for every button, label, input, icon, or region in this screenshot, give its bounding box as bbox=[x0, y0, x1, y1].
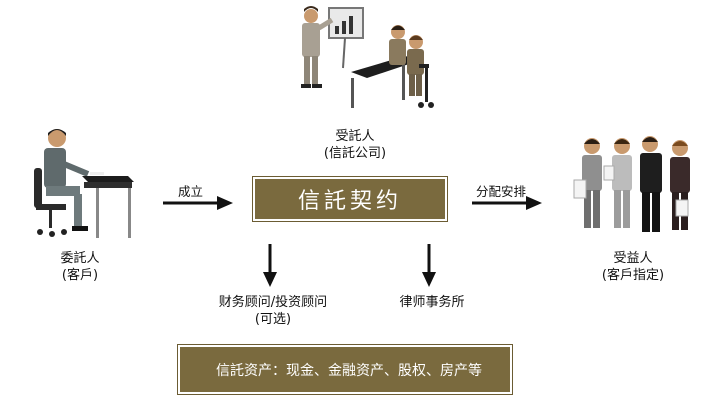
settlor-caption: 委託人 (客戶) bbox=[40, 250, 120, 284]
down-arrow-icon bbox=[263, 244, 277, 287]
establish-label: 成立 bbox=[178, 184, 204, 199]
businessmen-group-illustration bbox=[573, 136, 690, 232]
down-arrow-icon bbox=[422, 244, 436, 287]
trustee-label: 受託人 bbox=[335, 129, 375, 144]
advisors-sublabel: (可选) bbox=[254, 312, 292, 327]
right-arrow-icon bbox=[472, 196, 542, 210]
trust-assets-box: 信託资产：现金、金融资产、股权、房产等 bbox=[178, 345, 512, 394]
beneficiary-label: 受益人 bbox=[613, 251, 653, 266]
seated-writer-illustration bbox=[34, 129, 134, 238]
settlor-label: 委託人 bbox=[60, 251, 100, 266]
distribute-label: 分配安排 bbox=[476, 184, 527, 199]
presenter-meeting-illustration bbox=[301, 6, 434, 108]
advisors-label: 财务顾问/投资顾问 bbox=[218, 295, 328, 310]
law-firm-caption: 律师事务所 bbox=[399, 295, 465, 310]
beneficiary-sublabel: (客戶指定) bbox=[601, 268, 665, 283]
settlor-sublabel: (客戶) bbox=[61, 268, 99, 283]
trustee-caption: 受託人 (信託公司) bbox=[310, 128, 400, 162]
trustee-sublabel: (信託公司) bbox=[323, 146, 387, 161]
right-arrow-icon bbox=[163, 196, 233, 210]
beneficiary-caption: 受益人 (客戶指定) bbox=[583, 250, 683, 284]
trust-contract-box: 信託契约 bbox=[253, 177, 447, 221]
advisors-caption: 财务顾问/投资顾问 (可选) bbox=[198, 294, 348, 328]
